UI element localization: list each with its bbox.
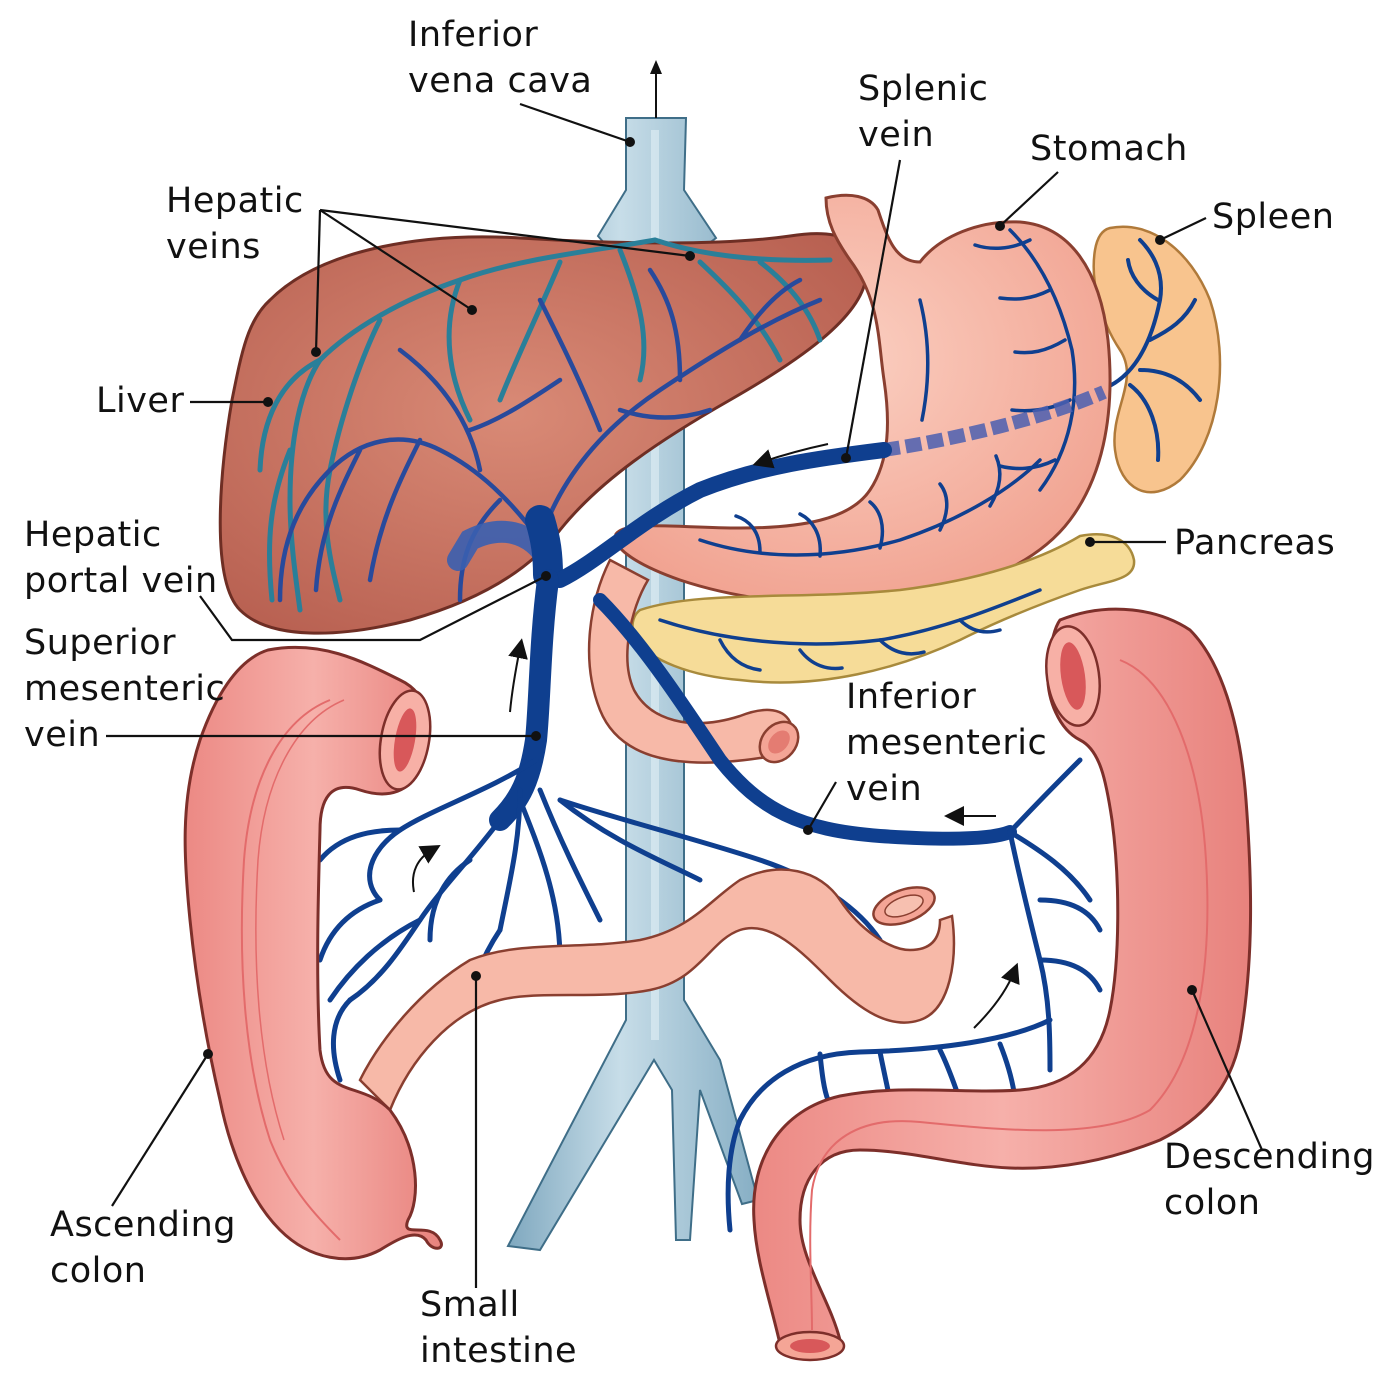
label-inferior-mesenteric-vein: Inferior mesenteric vein bbox=[846, 677, 1048, 809]
liver bbox=[218, 232, 868, 635]
ascending-colon bbox=[183, 645, 443, 1261]
label-descending-colon: Descending colon bbox=[1164, 1137, 1374, 1223]
label-superior-mesenteric-vein: Superior mesenteric vein bbox=[24, 623, 226, 755]
blood-flow-arrow-ivc bbox=[650, 60, 662, 118]
duodenum bbox=[587, 558, 800, 764]
label-stomach: Stomach bbox=[1030, 129, 1188, 169]
descending-colon bbox=[752, 607, 1253, 1362]
label-pancreas: Pancreas bbox=[1174, 523, 1336, 563]
label-hepatic-veins: Hepatic veins bbox=[166, 181, 304, 267]
label-inferior-vena-cava: Inferior vena cava bbox=[408, 15, 593, 101]
leader-lines bbox=[106, 102, 1264, 1288]
label-small-intestine: Small intestine bbox=[420, 1285, 578, 1371]
portal-venous-trunks bbox=[489, 442, 1017, 846]
mesenteric-vein-branches bbox=[317, 757, 1103, 1233]
label-splenic-vein: Splenic vein bbox=[858, 69, 989, 155]
pancreas bbox=[631, 533, 1136, 684]
label-hepatic-portal-vein: Hepatic portal vein bbox=[24, 515, 218, 601]
label-spleen: Spleen bbox=[1212, 197, 1335, 237]
label-liver: Liver bbox=[96, 381, 185, 421]
label-ascending-colon: Ascending colon bbox=[50, 1205, 236, 1291]
blood-flow-arrows bbox=[412, 443, 1020, 1029]
stomach bbox=[613, 193, 1112, 606]
small-intestine bbox=[358, 868, 956, 1113]
spleen bbox=[1092, 225, 1222, 494]
